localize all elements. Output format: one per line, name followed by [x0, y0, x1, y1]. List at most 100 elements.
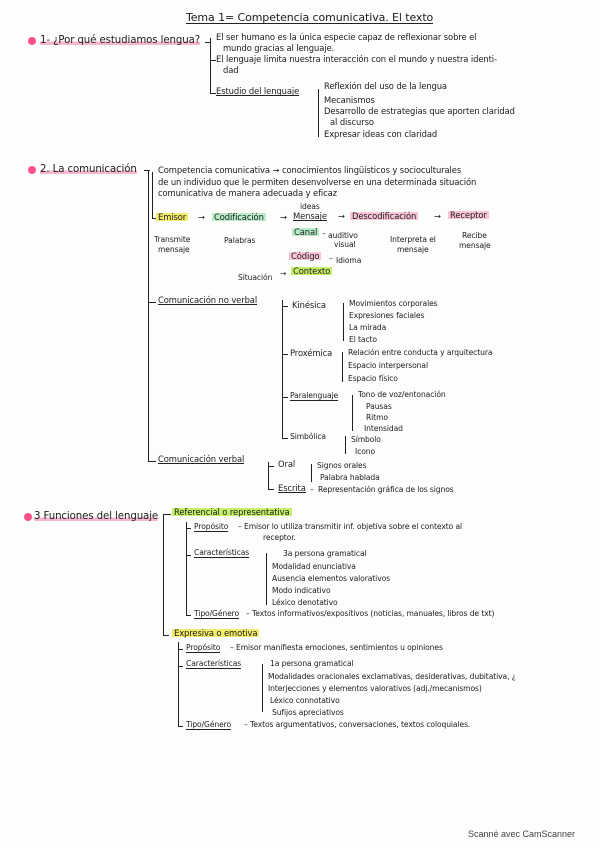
bracket-line: [186, 555, 191, 556]
bracket-line: [266, 553, 267, 605]
canal-box: Canal: [292, 227, 320, 237]
estudio-lenguaje: Estudio del lenguaje: [216, 86, 300, 97]
paralenguaje-item-2: Pausas: [366, 402, 392, 411]
proxemica-label: Proxémica: [290, 348, 333, 358]
section-1-heading: 1- ¿Por qué estudiamos lengua?: [40, 35, 201, 47]
kinesica-item-4: El tacto: [349, 335, 377, 344]
estudio-item-3: Desarrollo de estrategias que aporten cl…: [324, 106, 515, 116]
referencial-box: Referencial o representativa: [172, 507, 292, 517]
ref-proposito-text-2: receptor.: [263, 533, 296, 542]
bracket-line: [178, 726, 183, 727]
paralenguaje-item-1: Tono de voz/entonación: [358, 390, 446, 399]
bracket-line: [186, 528, 191, 529]
bracket-line: [268, 466, 274, 467]
bracket-line: [210, 60, 216, 61]
bracket-line: [163, 514, 164, 636]
bracket-line: [152, 172, 153, 218]
auditivo-label: auditivo: [328, 231, 358, 240]
bracket-line: [178, 666, 183, 667]
escrita-label: Escrita: [278, 483, 306, 494]
exp-car-item-1: 1a persona gramatical: [270, 659, 354, 668]
oral-item-1: Signos orales: [317, 461, 367, 470]
kinesica-item-3: La mirada: [349, 323, 387, 332]
s1-line-2: mundo gracias al lenguaje.: [223, 43, 335, 53]
proxemica-item-1: Relación entre conducta y arquitectura: [348, 348, 493, 357]
bracket-line: [282, 306, 288, 307]
exp-proposito-label: Propósito: [186, 643, 221, 653]
palabras-label: Palabras: [224, 236, 256, 245]
interpreta-mensaje-label: mensaje: [397, 245, 429, 254]
exp-tipo-label: Tipo/Género: [186, 720, 232, 730]
bracket-line: [282, 300, 283, 438]
dash-icon: –: [329, 254, 333, 263]
transmite-label: Transmite: [154, 235, 191, 244]
cc-line-1: Competencia comunicativa → conocimientos…: [158, 165, 462, 175]
arrow-icon: →: [280, 269, 287, 278]
exp-car-item-3: Interjecciones y elementos valorativos (…: [268, 684, 482, 693]
bracket-line: [282, 354, 288, 355]
bracket-line: [318, 89, 319, 137]
bracket-line: [345, 436, 346, 454]
bracket-line: [342, 352, 343, 382]
ideas-label: ideas: [300, 202, 320, 211]
ref-tipo-label: Tipo/Género: [194, 609, 240, 619]
arrow-icon: →: [198, 212, 205, 222]
bracket-line: [144, 170, 150, 171]
simbolica-item-1: Símbolo: [351, 435, 381, 444]
bullet-icon: [24, 513, 32, 521]
bracket-line: [210, 93, 216, 94]
exp-car-item-5: Sufijos apreciativos: [272, 708, 344, 717]
arrow-icon: –: [310, 485, 314, 494]
recibe-mensaje-label: mensaje: [459, 241, 491, 250]
exp-car-item-2: Modalidades oracionales exclamativas, de…: [268, 672, 516, 681]
simbolica-item-2: Icono: [355, 447, 376, 456]
bracket-line: [205, 42, 211, 43]
exp-proposito-text: – Emisor manifiesta emociones, sentimien…: [230, 643, 443, 652]
ref-caracteristicas-label: Características: [194, 548, 250, 558]
ref-proposito-text-1: – Emisor lo utiliza transmitir inf. obje…: [238, 522, 463, 531]
bracket-line: [148, 302, 156, 303]
receptor-box: Receptor: [448, 210, 489, 220]
interpreta-label: Interpreta el: [390, 235, 436, 244]
bracket-line: [311, 464, 312, 482]
ref-car-item-2: Modalidad enunciativa: [272, 562, 356, 571]
exp-tipo-text: – Textos argumentativos, conversaciones,…: [244, 720, 471, 729]
section-2-heading: 2. La comunicación: [40, 164, 137, 176]
bracket-line: [148, 170, 149, 462]
codificacion-box: Codificación: [212, 212, 266, 222]
bracket-line: [343, 303, 344, 341]
emisor-box: Emisor: [156, 212, 189, 222]
descodificacion-box: Descodificación: [350, 211, 419, 221]
escrita-item-1: Representación gráfica de los signos: [318, 485, 454, 494]
paralenguaje-label: Paralenguaje: [290, 391, 339, 401]
estudio-item-4: Expresar ideas con claridad: [324, 129, 438, 139]
kinesica-item-1: Movimientos corporales: [349, 299, 438, 308]
ref-car-item-1: 3a persona gramatical: [283, 549, 367, 558]
ref-car-item-3: Ausencia elementos valorativos: [272, 574, 390, 583]
transmite-mensaje-label: mensaje: [158, 245, 190, 254]
estudio-item-1: Reflexión del uso de la lengua: [324, 81, 447, 91]
idioma-label: Idioma: [336, 256, 362, 265]
paralenguaje-item-4: Intensidad: [364, 424, 403, 433]
cc-line-3: comunicativa de manera adecuada y eficaz: [158, 188, 337, 198]
bracket-line: [262, 664, 263, 712]
recibe-label: Recibe: [462, 231, 487, 240]
visual-label: visual: [334, 240, 356, 249]
exp-caracteristicas-label: Características: [186, 659, 242, 669]
proxemica-item-3: Espacio físico: [348, 374, 398, 383]
cc-line-2: de un individuo que le permiten desenvol…: [158, 177, 477, 187]
ref-car-item-4: Modo indicativo: [272, 586, 331, 595]
bracket-line: [268, 462, 269, 489]
arrow-icon: →: [434, 211, 441, 221]
contexto-box: Contexto: [291, 266, 333, 276]
bracket-line: [178, 649, 183, 650]
bracket-line: [186, 522, 187, 616]
bracket-line: [210, 38, 211, 94]
bullet-icon: [28, 37, 36, 45]
oral-label: Oral: [278, 459, 296, 469]
proxemica-item-2: Espacio interpersonal: [348, 361, 428, 370]
ref-tipo-text: – Textos informativos/expositivos (notic…: [246, 609, 495, 618]
s1-line-3: El lenguaje limita nuestra interacción c…: [216, 54, 497, 64]
simbolica-label: Simbólica: [290, 432, 326, 441]
